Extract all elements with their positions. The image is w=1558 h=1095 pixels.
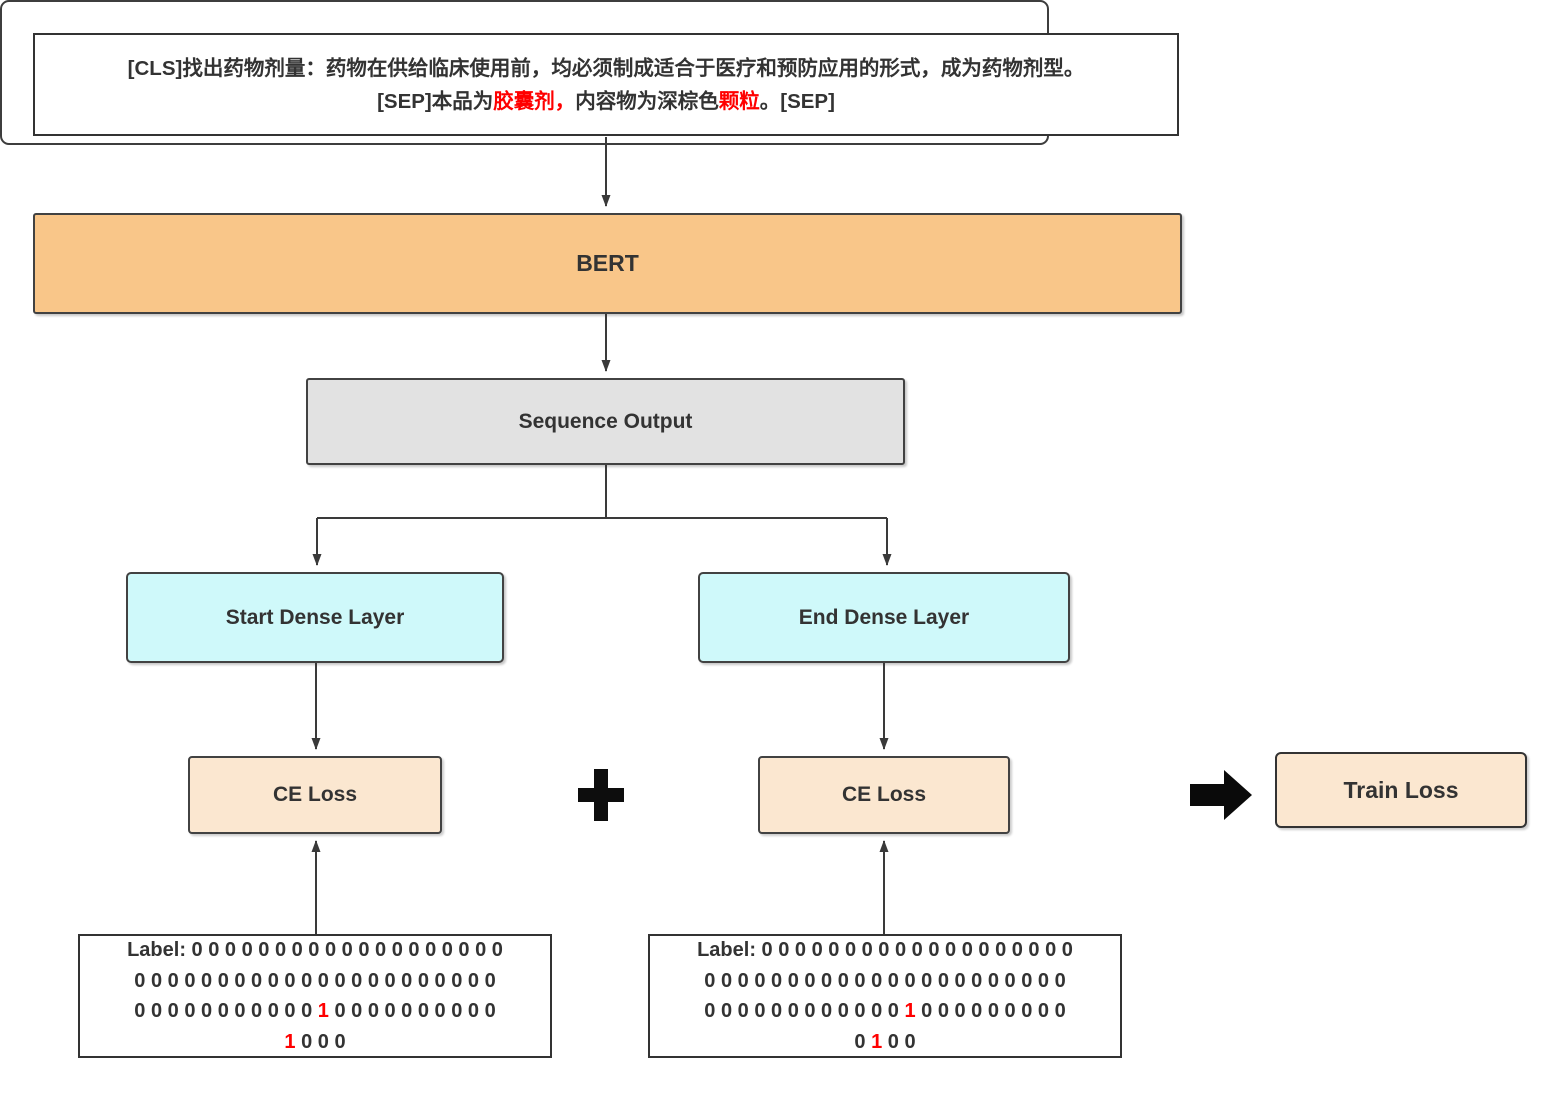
label-line: 0 0 0 0 0 0 0 0 0 0 0 1 0 0 0 0 0 0 0 0 …: [134, 1000, 496, 1022]
input-seg-plain: 内容物为深棕色: [575, 89, 719, 113]
start-position-one: 1: [284, 1030, 296, 1053]
label-line: 0 0 0 0 0 0 0 0 0 0 0 0 1 0 0 0 0 0 0 0 …: [704, 1000, 1066, 1022]
bert-label: BERT: [576, 250, 639, 276]
label-line: 0 0 0 0 0 0 0 0 0 0 0 0 0 0 0 0 0 0 0 0 …: [134, 969, 496, 992]
train-loss-box: Train Loss: [1275, 752, 1527, 828]
input-text-box: [CLS]找出药物剂量：药物在供给临床使用前，均必须制成适合于医疗和预防应用的形…: [33, 33, 1179, 136]
ce-loss-end-label: CE Loss: [841, 783, 927, 806]
input-text-line2: [SEP]本品为胶囊剂，内容物为深棕色颗粒。[SEP]: [377, 85, 835, 118]
ce-loss-start-label: CE Loss: [272, 783, 358, 806]
end-position-one: 1: [904, 1000, 916, 1022]
train-loss-label: Train Loss: [1343, 776, 1459, 803]
end-dense-layer-box: End Dense Layer: [698, 572, 1070, 663]
label-line: 1 0 0 0: [284, 1030, 346, 1053]
label-line: 0 1 0 0: [854, 1030, 916, 1053]
end-label-vector-box: Label: 0 0 0 0 0 0 0 0 0 0 0 0 0 0 0 0 0…: [648, 934, 1122, 1058]
sequence-output-box: Sequence Output: [306, 378, 905, 465]
sequence-output-label: Sequence Output: [518, 409, 693, 433]
label-line: 0 0 0 0 0 0 0 0 0 0 0 0 0 0 0 0 0 0 0 0 …: [704, 969, 1066, 992]
ce-loss-start-box: CE Loss: [188, 756, 442, 834]
label-line: Label: 0 0 0 0 0 0 0 0 0 0 0 0 0 0 0 0 0…: [697, 939, 1073, 961]
input-seg-plain: [SEP]本品为: [377, 89, 494, 113]
plus-icon: [578, 769, 624, 821]
input-seg-answer1: 胶囊剂，: [493, 89, 576, 113]
input-seg-plain: 。[SEP]: [759, 89, 835, 113]
label-line: Label: 0 0 0 0 0 0 0 0 0 0 0 0 0 0 0 0 0…: [127, 939, 503, 961]
end-dense-layer-label: End Dense Layer: [798, 605, 970, 629]
start-position-one: 1: [317, 1000, 329, 1022]
ce-loss-end-box: CE Loss: [758, 756, 1010, 834]
input-text-line1: [CLS]找出药物剂量：药物在供给临床使用前，均必须制成适合于医疗和预防应用的形…: [127, 56, 1085, 80]
start-dense-layer-box: Start Dense Layer: [126, 572, 504, 663]
start-label-vector-box: Label: 0 0 0 0 0 0 0 0 0 0 0 0 0 0 0 0 0…: [78, 934, 552, 1058]
input-seg-answer2: 颗粒: [718, 89, 760, 113]
bert-box: BERT: [33, 213, 1182, 314]
end-position-one: 1: [871, 1030, 883, 1053]
right-arrow-icon: [1190, 770, 1252, 820]
start-dense-layer-label: Start Dense Layer: [225, 605, 405, 629]
